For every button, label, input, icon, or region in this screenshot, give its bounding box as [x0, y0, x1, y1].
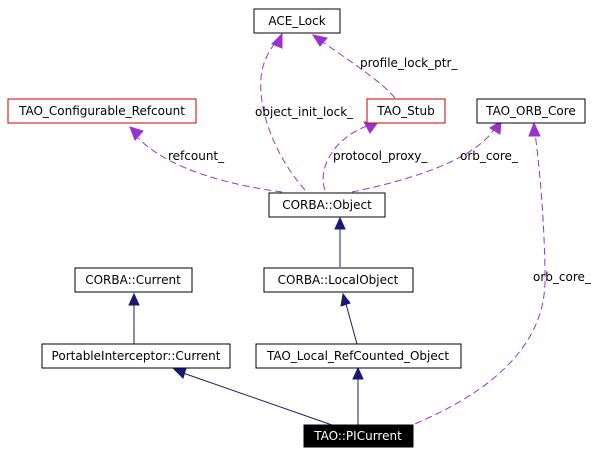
edge-label-orb-core-object: orb_core_	[460, 149, 519, 163]
node-tao-stub[interactable]: TAO_Stub	[366, 98, 446, 124]
arrowhead-picurrent-to-orb-core	[528, 121, 541, 137]
edge-object-to-orb-core	[351, 127, 496, 193]
node-portableinterceptor-current[interactable]: PortableInterceptor::Current	[41, 343, 231, 369]
node-label-ace-lock: ACE_Lock	[268, 14, 325, 28]
arrowhead-stub-to-ace-lock	[311, 34, 328, 47]
node-label-tao-orb-core: TAO_ORB_Core	[485, 104, 576, 118]
node-label-tao-configurable-refcount: TAO_Configurable_Refcount	[18, 104, 185, 118]
node-ace-lock[interactable]: ACE_Lock	[253, 8, 341, 34]
node-corba-localobject[interactable]: CORBA::LocalObject	[263, 267, 414, 293]
arrowhead-object-to-orb-core	[489, 120, 502, 135]
edge-object-to-stub	[322, 125, 368, 191]
arrowhead-object-to-refcount	[129, 126, 144, 141]
node-tao-orb-core[interactable]: TAO_ORB_Core	[476, 98, 586, 124]
node-label-corba-current: CORBA::Current	[85, 273, 181, 287]
arrowhead-object-to-stub	[363, 121, 379, 134]
node-tao-local-refcounted-object[interactable]: TAO_Local_RefCounted_Object	[255, 343, 462, 369]
edge-picurrent-to-orb-core	[404, 132, 546, 429]
node-tao-picurrent[interactable]: TAO::PICurrent	[303, 424, 414, 448]
arrowhead-localobject-to-object	[334, 216, 346, 230]
node-label-corba-localobject: CORBA::LocalObject	[278, 273, 399, 287]
arrowhead-pi-current-to-corba-current	[128, 292, 140, 306]
arrowhead-refcounted-to-localobject	[340, 292, 351, 307]
node-label-corba-object: CORBA::Object	[282, 198, 372, 212]
edge-refcounted-to-localobject	[345, 303, 358, 345]
arrowhead-picurrent-to-pi-current	[172, 367, 187, 379]
arrowhead-object-to-ace-lock	[271, 32, 283, 49]
edge-label-orb-core-picurrent: orb_core_	[533, 270, 592, 284]
edge-label-refcount: refcount_	[168, 149, 225, 163]
edge-object-to-ace-lock	[260, 39, 306, 191]
node-label-portableinterceptor-current: PortableInterceptor::Current	[52, 349, 221, 363]
arrowhead-picurrent-to-refcounted	[352, 366, 364, 380]
edge-picurrent-to-pi-current	[182, 372, 333, 426]
edge-label-profile-lock-ptr: profile_lock_ptr_	[360, 56, 458, 70]
edge-stub-to-ace-lock	[319, 39, 396, 99]
edge-label-object-init-lock: object_init_lock_	[255, 105, 354, 119]
node-label-tao-picurrent: TAO::PICurrent	[313, 429, 402, 443]
node-corba-object[interactable]: CORBA::Object	[268, 192, 386, 218]
node-tao-configurable-refcount[interactable]: TAO_Configurable_Refcount	[7, 98, 197, 124]
node-label-tao-stub: TAO_Stub	[376, 104, 434, 118]
node-label-tao-local-refcounted-object: TAO_Local_RefCounted_Object	[266, 349, 449, 363]
node-corba-current[interactable]: CORBA::Current	[74, 267, 193, 293]
edge-label-protocol-proxy: protocol_proxy_	[333, 149, 428, 163]
edge-object-to-refcount	[137, 137, 283, 193]
